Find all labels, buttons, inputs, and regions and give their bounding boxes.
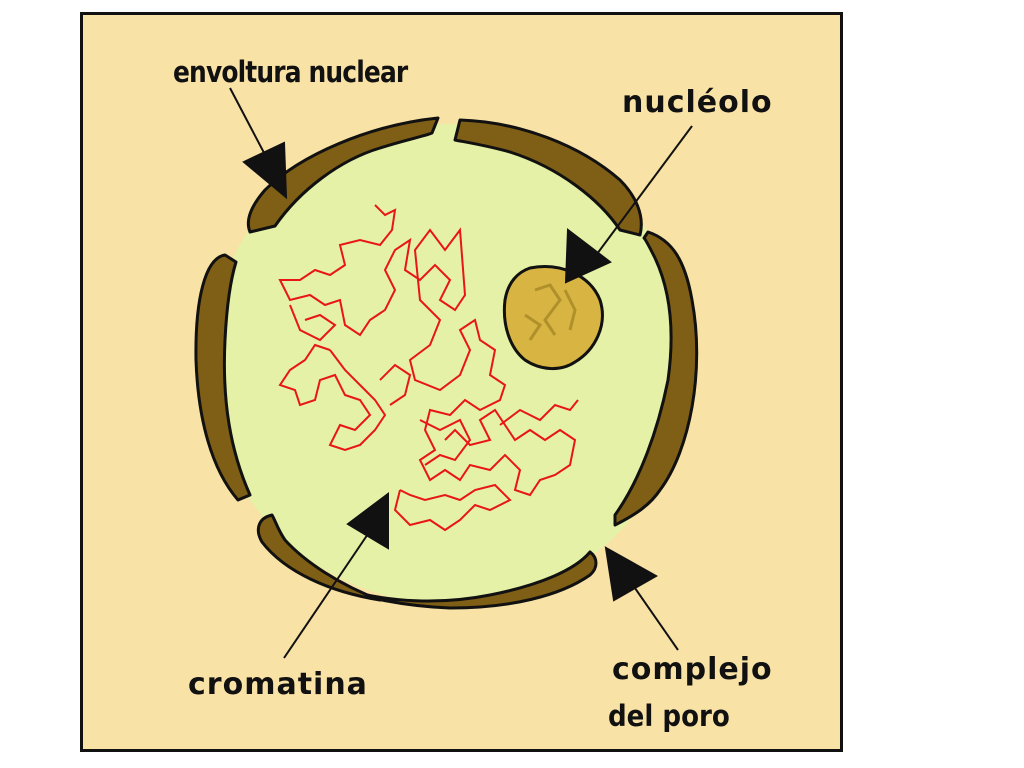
envelope-segment-top-left — [246, 116, 440, 234]
label-cromatina: cromatina — [188, 667, 368, 702]
arrowhead-nucleolus — [564, 228, 612, 284]
pointer-line-nucleolus — [593, 125, 693, 259]
nucleolus — [502, 265, 604, 370]
label-complejo: complejo — [612, 652, 773, 687]
pointer-line-pore — [627, 577, 679, 651]
nucleolus-texture — [524, 283, 577, 341]
envelope-segment-bottom-left — [256, 513, 382, 602]
arrowhead-envelope — [242, 141, 288, 200]
envelope-segment-right — [613, 230, 699, 527]
pointers — [229, 87, 693, 659]
label-nucleolo: nucléolo — [622, 85, 773, 120]
arrowhead-chromatin — [346, 492, 389, 550]
envelope-segment-left — [194, 253, 252, 502]
label-del-poro: del poro — [608, 699, 730, 733]
label-envoltura-nuclear: envoltura nuclear — [173, 55, 408, 89]
envelope-segment-top-right — [453, 118, 643, 237]
nuclear-envelope — [194, 116, 699, 610]
arrowhead-pore — [604, 546, 659, 602]
pointer-line-chromatin — [283, 527, 373, 659]
chromatin — [278, 204, 579, 532]
